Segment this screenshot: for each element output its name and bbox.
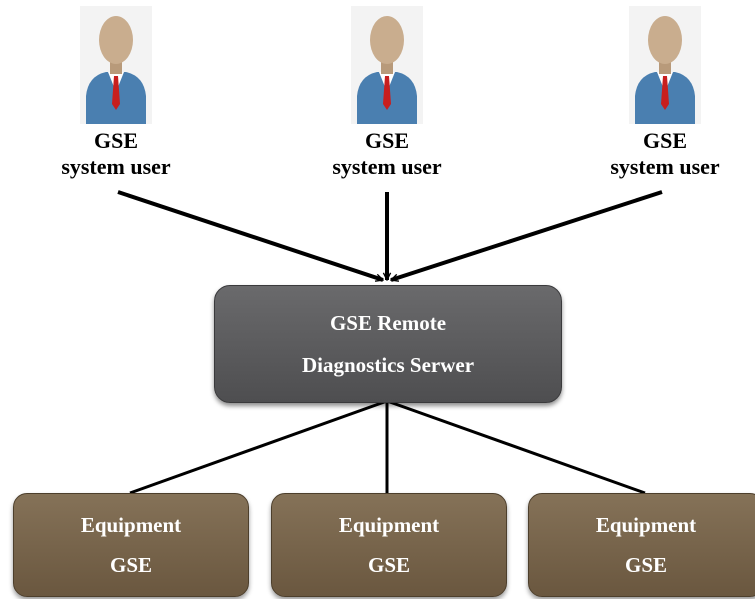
- equipment-node-left: Equipment GSE: [13, 493, 249, 597]
- line-server-to-equipment-right: [386, 399, 646, 495]
- user-avatar-icon: [629, 6, 701, 124]
- user-name: GSE: [642, 128, 688, 153]
- equipment-subtitle: GSE: [367, 553, 411, 577]
- equipment-node-center: Equipment GSE: [271, 493, 507, 597]
- arrow-user-right-to-server: [391, 190, 663, 282]
- arrow-user-left-to-server: [117, 190, 383, 282]
- server-subtitle: Diagnostics Serwer: [301, 353, 475, 377]
- user-avatar-icon: [80, 6, 152, 124]
- user-avatar-icon: [351, 6, 423, 124]
- equipment-node-right: Equipment GSE: [528, 493, 755, 597]
- equipment-title: Equipment: [338, 513, 440, 537]
- equipment-title: Equipment: [80, 513, 182, 537]
- equipment-subtitle: GSE: [109, 553, 153, 577]
- server-title: GSE Remote: [329, 311, 447, 335]
- equipment-subtitle: GSE: [624, 553, 668, 577]
- user-node-left: GSE system user: [41, 6, 191, 180]
- user-name: GSE: [364, 128, 410, 153]
- equipment-title: Equipment: [595, 513, 697, 537]
- user-node-right: GSE system user: [590, 6, 740, 180]
- user-role: system user: [61, 154, 171, 179]
- server-node: GSE Remote Diagnostics Serwer: [214, 285, 562, 403]
- user-name: GSE: [93, 128, 139, 153]
- user-node-center: GSE system user: [312, 6, 462, 180]
- user-role: system user: [610, 154, 720, 179]
- line-server-to-equipment-left: [129, 399, 388, 495]
- user-role: system user: [332, 154, 442, 179]
